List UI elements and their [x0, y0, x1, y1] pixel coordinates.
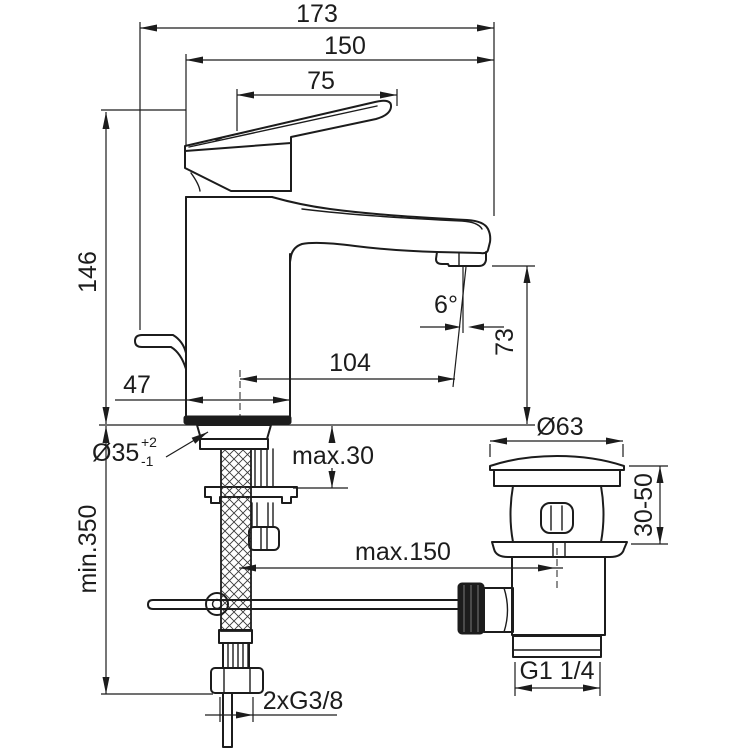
- dim-waste-thread-label: G1 1/4: [519, 657, 594, 685]
- dim-hose-length-label: min.350: [74, 505, 102, 594]
- dim-hole-tol-plus-label: +2: [141, 434, 157, 450]
- mounting-studs: [254, 448, 274, 488]
- dimension-150: [185, 54, 494, 146]
- dimension-75: [236, 89, 398, 131]
- dimension-73: [523, 266, 531, 424]
- dim-supply-thread-label: 2xG3/8: [263, 687, 344, 715]
- handle-base-cap: [184, 138, 292, 192]
- waste-lower-flange: [491, 541, 628, 558]
- label-mask: [297, 443, 369, 468]
- dim-rod-offset-label: max.150: [355, 538, 451, 566]
- supply-hose: [210, 448, 264, 748]
- waste-drain-assembly: [457, 455, 628, 658]
- mounting-shank: [196, 424, 272, 450]
- waste-cap: [489, 455, 625, 487]
- dim-overall-depth-label: 173: [296, 0, 338, 28]
- dimension-173: [139, 22, 495, 330]
- under-deck-assembly: [147, 424, 460, 748]
- handle-front-tab: [134, 334, 187, 370]
- clamping-plate: [204, 486, 298, 504]
- waste-upper-body: [509, 485, 605, 543]
- dim-hole-dia-label: Ø35: [92, 439, 139, 467]
- dimension-146: [102, 112, 110, 424]
- dim-handle-reach-label: 75: [307, 67, 335, 95]
- dimension-104: [240, 375, 455, 383]
- faucet-mixer-view: [134, 99, 492, 425]
- pop-up-rod: [147, 592, 460, 616]
- spout: [271, 196, 492, 263]
- fixing-nut: [248, 502, 280, 551]
- lever-handle: [184, 99, 393, 152]
- dim-height-label: 146: [74, 251, 102, 293]
- dim-outlet-height-label: 73: [491, 328, 519, 356]
- dim-outlet-offset-label: 104: [329, 349, 371, 377]
- waste-lower-body: [511, 556, 606, 636]
- dim-stream-angle-label: 6°: [434, 291, 458, 319]
- dimension-g114: [514, 662, 601, 696]
- rod-clamp-knob: [457, 582, 514, 635]
- dimension-dia35-leader: [165, 431, 209, 458]
- dimension-2xg38: [205, 697, 337, 722]
- dimension-angle-6deg: [420, 323, 504, 331]
- dim-clamping-range-label: 30-50: [630, 473, 658, 537]
- dimension-dia63: [489, 437, 624, 457]
- dimension-max150: [239, 564, 563, 572]
- dim-deck-thickness-label: max.30: [292, 442, 374, 470]
- faucet-body: [183, 196, 292, 425]
- aerator: [435, 251, 487, 267]
- dimension-30-50: [629, 465, 668, 545]
- dim-body-depth-label: 47: [123, 371, 151, 399]
- waste-tailpiece: [512, 635, 602, 658]
- dim-waste-cap-dia-label: Ø63: [536, 413, 583, 441]
- dimension-47: [115, 396, 290, 404]
- dimension-min350: [102, 426, 110, 694]
- reference-lines: [99, 109, 558, 695]
- dim-hole-tol-minus-label: -1: [141, 453, 154, 469]
- dim-spout-end-label: 150: [324, 32, 366, 60]
